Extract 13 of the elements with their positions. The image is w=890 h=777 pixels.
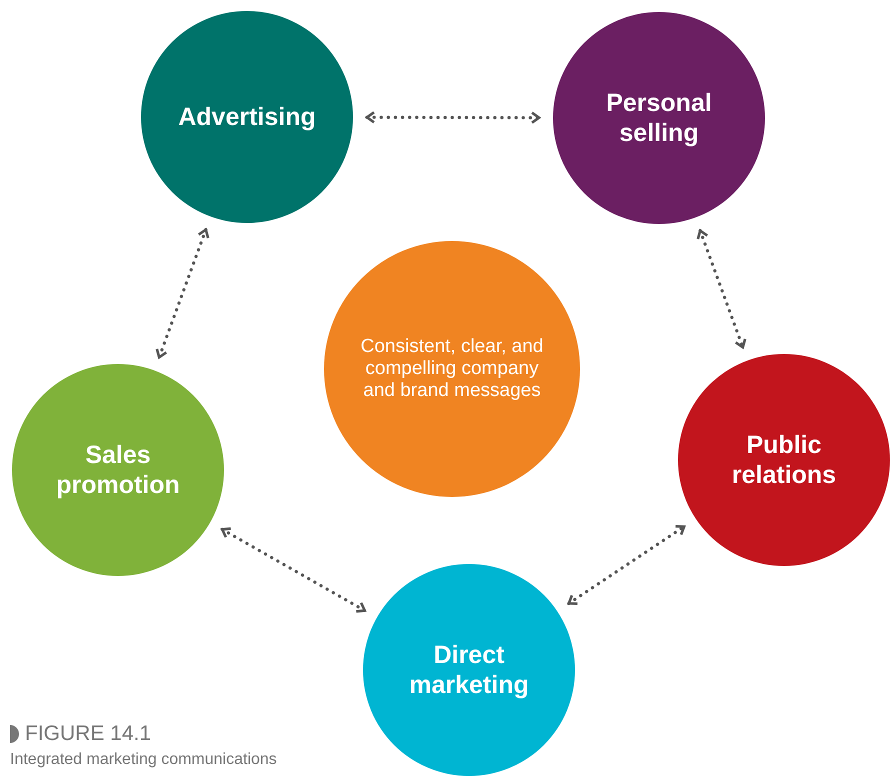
node-label: Advertising bbox=[178, 102, 316, 132]
node-label: Direct marketing bbox=[408, 640, 530, 700]
node-label: Sales promotion bbox=[55, 440, 181, 500]
double-arrow bbox=[365, 111, 541, 124]
figure-title: FIGURE 14.1 bbox=[25, 722, 152, 746]
double-arrow bbox=[220, 527, 366, 613]
figure-caption: Integrated marketing communications bbox=[10, 751, 277, 769]
node-label: Public relations bbox=[730, 430, 838, 490]
double-arrow bbox=[567, 524, 686, 606]
node-label: Consistent, clear, and compelling company and brand messages bbox=[360, 336, 544, 402]
node-label: Personal selling bbox=[605, 88, 713, 148]
double-arrow bbox=[156, 228, 210, 359]
double-arrow bbox=[696, 229, 746, 349]
